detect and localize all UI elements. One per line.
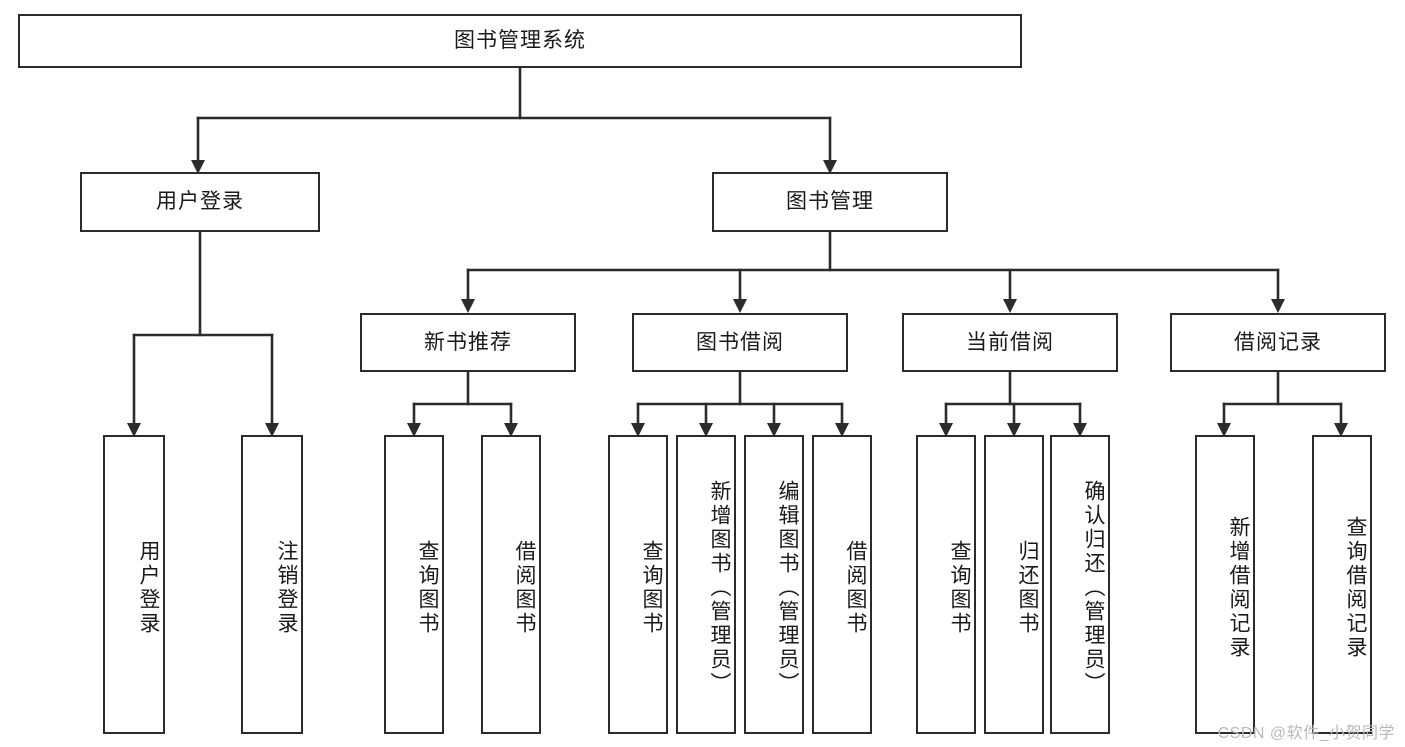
node-new-book-recommend-label: 新书推荐 bbox=[424, 330, 512, 354]
arrow-leaf-add-book-admin bbox=[699, 423, 713, 437]
node-leaf-user-login-label: 用户登录 bbox=[137, 539, 160, 636]
node-root[interactable]: 图书管理系统 bbox=[18, 14, 1022, 68]
node-leaf-query-borrow-record[interactable]: 查询借阅记录 bbox=[1312, 435, 1372, 734]
node-leaf-query-book-1-label: 查询图书 bbox=[416, 539, 439, 636]
arrow-leaf-borrow-book-2 bbox=[835, 423, 849, 437]
node-leaf-user-login[interactable]: 用户登录 bbox=[103, 435, 165, 734]
arrow-leaf-return-book bbox=[1007, 423, 1021, 437]
node-leaf-borrow-book-2[interactable]: 借阅图书 bbox=[812, 435, 872, 734]
node-current-borrow[interactable]: 当前借阅 bbox=[902, 313, 1118, 372]
node-leaf-query-book-2[interactable]: 查询图书 bbox=[608, 435, 668, 734]
node-leaf-edit-book-admin[interactable]: 编辑图书（管理员） bbox=[744, 435, 804, 734]
node-leaf-add-borrow-record[interactable]: 新增借阅记录 bbox=[1195, 435, 1255, 734]
arrow-leaf-query-borrow-record bbox=[1334, 423, 1348, 437]
node-current-borrow-label: 当前借阅 bbox=[966, 330, 1054, 354]
node-leaf-add-book-admin-label: 新增图书（管理员） bbox=[708, 479, 731, 696]
node-leaf-confirm-return-admin[interactable]: 确认归还（管理员） bbox=[1050, 435, 1110, 734]
node-leaf-borrow-book-1[interactable]: 借阅图书 bbox=[481, 435, 541, 734]
node-leaf-borrow-book-1-label: 借阅图书 bbox=[513, 539, 536, 636]
arrow-leaf-add-borrow-record bbox=[1217, 423, 1231, 437]
node-root-label: 图书管理系统 bbox=[454, 29, 586, 53]
node-borrow-record-label: 借阅记录 bbox=[1234, 330, 1322, 354]
node-book-borrow[interactable]: 图书借阅 bbox=[632, 313, 848, 372]
node-leaf-confirm-return-admin-label: 确认归还（管理员） bbox=[1082, 479, 1105, 696]
node-leaf-add-book-admin[interactable]: 新增图书（管理员） bbox=[676, 435, 736, 734]
node-new-book-recommend[interactable]: 新书推荐 bbox=[360, 313, 576, 372]
node-leaf-borrow-book-2-label: 借阅图书 bbox=[844, 539, 867, 636]
node-book-management[interactable]: 图书管理 bbox=[712, 172, 948, 232]
node-leaf-logout-login-label: 注销登录 bbox=[275, 539, 298, 636]
arrow-leaf-logout-login bbox=[265, 423, 279, 437]
node-leaf-query-book-2-label: 查询图书 bbox=[640, 539, 663, 636]
arrow-leaf-query-book-2 bbox=[631, 423, 645, 437]
node-borrow-record[interactable]: 借阅记录 bbox=[1170, 313, 1386, 372]
arrow-user-login bbox=[191, 160, 205, 174]
node-leaf-add-borrow-record-label: 新增借阅记录 bbox=[1227, 515, 1250, 660]
node-leaf-query-book-3-label: 查询图书 bbox=[948, 539, 971, 636]
node-leaf-edit-book-admin-label: 编辑图书（管理员） bbox=[776, 479, 799, 696]
node-book-management-label: 图书管理 bbox=[786, 190, 874, 214]
arrow-book-borrow bbox=[733, 299, 747, 313]
arrow-leaf-borrow-book-1 bbox=[504, 423, 518, 437]
arrow-borrow-record bbox=[1271, 299, 1285, 313]
arrow-current-borrow bbox=[1003, 299, 1017, 313]
node-user-login[interactable]: 用户登录 bbox=[80, 172, 320, 232]
node-leaf-logout-login[interactable]: 注销登录 bbox=[241, 435, 303, 734]
arrow-leaf-query-book-1 bbox=[407, 423, 421, 437]
arrow-leaf-query-book-3 bbox=[939, 423, 953, 437]
node-leaf-return-book-label: 归还图书 bbox=[1016, 539, 1039, 636]
arrow-leaf-edit-book-admin bbox=[767, 423, 781, 437]
node-leaf-query-book-3[interactable]: 查询图书 bbox=[916, 435, 976, 734]
arrow-leaf-user-login bbox=[127, 423, 141, 437]
node-leaf-query-borrow-record-label: 查询借阅记录 bbox=[1344, 515, 1367, 660]
node-leaf-query-book-1[interactable]: 查询图书 bbox=[384, 435, 444, 734]
arrow-leaf-confirm-return-admin bbox=[1073, 423, 1087, 437]
arrowheads bbox=[127, 160, 1348, 437]
arrow-book-management bbox=[823, 160, 837, 174]
arrow-new-book-recommend bbox=[461, 299, 475, 313]
node-user-login-label: 用户登录 bbox=[156, 190, 244, 214]
node-book-borrow-label: 图书借阅 bbox=[696, 330, 784, 354]
node-leaf-return-book[interactable]: 归还图书 bbox=[984, 435, 1044, 734]
